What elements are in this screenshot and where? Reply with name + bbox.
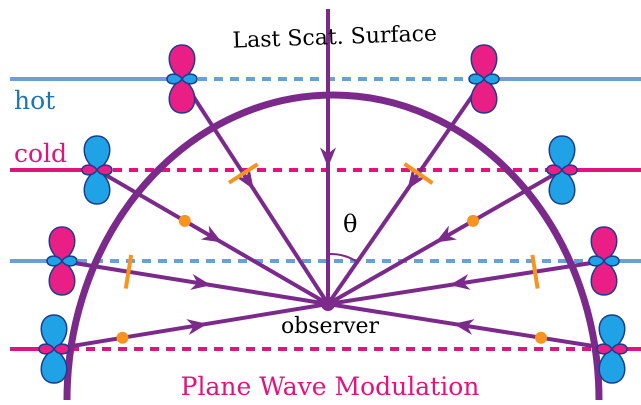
dot-marker-icon	[467, 214, 480, 227]
arrowhead-icon	[435, 225, 457, 243]
arrowhead-icon	[186, 319, 208, 335]
arrowhead-icon	[407, 168, 426, 190]
ray-line	[327, 302, 613, 351]
lobe-petal	[83, 135, 111, 171]
lobe-petal	[96, 164, 113, 176]
dot-marker-icon	[116, 331, 129, 344]
quadrupole-lobe-icon	[588, 226, 620, 296]
tick-mark-icon	[403, 162, 434, 185]
lobe-petal	[168, 44, 196, 80]
lobe-petal	[53, 343, 70, 355]
lobe-petal	[561, 164, 578, 176]
lobe-petal	[611, 343, 628, 355]
arrowhead-icon	[320, 147, 336, 168]
lobe-petal	[38, 343, 55, 355]
dot-marker-icon	[178, 214, 191, 227]
lobe-petal	[546, 164, 563, 176]
lobe-petal	[168, 78, 196, 114]
last-scattering-surface-arc	[63, 91, 603, 401]
ray-line	[326, 77, 486, 306]
lobe-petal	[48, 226, 76, 262]
lobe-petal	[483, 73, 500, 85]
lobe-petal	[81, 164, 98, 176]
lobe-petal	[40, 348, 68, 384]
lobe-petal	[548, 169, 576, 205]
arrowhead-icon	[453, 319, 475, 335]
arrowhead-icon	[449, 274, 471, 290]
tick-mark-icon	[227, 162, 259, 185]
dot-marker-icon	[535, 331, 547, 344]
quadrupole-lobe-icon	[166, 44, 198, 114]
lobe-petal	[548, 135, 576, 171]
lobe-petal	[46, 255, 63, 267]
lobe-petal	[596, 343, 613, 355]
title-surface-label: Last Scat. Surface	[232, 21, 437, 53]
lobe-petal	[470, 44, 498, 80]
lobe-petal	[598, 314, 626, 350]
tick-mark-icon	[530, 254, 540, 289]
rays	[53, 9, 613, 351]
observer-point	[321, 297, 335, 311]
theta-label: θ	[343, 210, 357, 238]
lobe-petal	[603, 255, 620, 267]
arrowhead-icon	[190, 274, 212, 290]
ray-line	[53, 302, 329, 351]
quadrupole-lobe-icon	[596, 314, 628, 384]
ray-line	[61, 259, 329, 306]
lobe-petal	[590, 226, 618, 262]
lobe-petal	[470, 78, 498, 114]
tick-mark-icon	[123, 254, 134, 289]
observer-label: observer	[281, 314, 380, 339]
lobe-petal	[83, 169, 111, 205]
lobe-petal	[468, 73, 485, 85]
ray-line	[180, 77, 330, 306]
lobe-petal	[588, 255, 605, 267]
arrowhead-icon	[236, 168, 254, 190]
lobe-petal	[61, 255, 78, 267]
lobe-petal	[166, 73, 183, 85]
quadrupole-lobes	[38, 44, 628, 384]
quadrupole-lobe-icon	[46, 226, 78, 296]
hot-lines	[10, 77, 641, 263]
hot-label: hot	[14, 86, 55, 115]
arrowhead-icon	[200, 225, 223, 243]
ray-line	[327, 259, 605, 306]
lobe-petal	[590, 260, 618, 296]
markers	[116, 162, 547, 344]
quadrupole-lobe-icon	[468, 44, 500, 114]
lobe-petal	[598, 348, 626, 384]
quadrupole-lobe-icon	[81, 135, 113, 205]
quadrupole-lobe-icon	[546, 135, 578, 205]
lobe-petal	[40, 314, 68, 350]
quadrupole-lobe-icon	[38, 314, 70, 384]
cold-label: cold	[14, 139, 67, 168]
lobe-petal	[48, 260, 76, 296]
theta-angle-arc	[327, 252, 360, 264]
footer-label: Plane Wave Modulation	[181, 372, 480, 401]
lobe-petal	[181, 73, 198, 85]
